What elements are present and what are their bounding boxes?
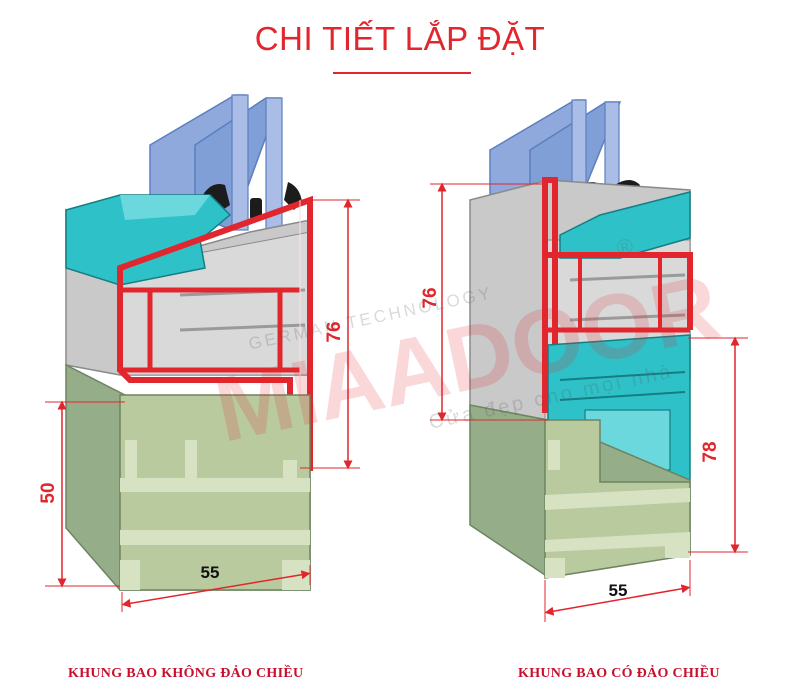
left-assembly: 76 50 55 — [38, 94, 360, 612]
caption-reversible-frame: KHUNG BAO CÓ ĐẢO CHIỀU — [518, 666, 720, 681]
watermark-registered-mark: ® — [614, 232, 638, 260]
left-dim-76-label: 76 — [324, 321, 345, 342]
left-dim-50-label: 50 — [38, 482, 59, 503]
right-dim-width: 55 — [544, 560, 691, 622]
left-frame — [65, 363, 311, 591]
right-dim-76-label: 76 — [420, 287, 441, 308]
title-underline — [333, 72, 471, 74]
right-dim-sash-height: 76 — [420, 182, 548, 422]
right-dim-frame-height: 78 — [688, 336, 748, 554]
right-frame — [469, 404, 691, 579]
left-dim-55-label: 55 — [201, 563, 220, 582]
right-dim-55-label: 55 — [609, 581, 628, 600]
caption-non-reversible-frame: KHUNG BAO KHÔNG ĐẢO CHIỀU — [68, 666, 304, 681]
left-dim-width: 55 — [121, 563, 311, 612]
right-assembly: 76 78 55 — [420, 99, 748, 622]
right-dim-78-label: 78 — [700, 441, 721, 462]
left-dim-frame-height: 50 — [38, 400, 125, 588]
page-title: CHI TIẾT LẮP ĐẶT — [254, 20, 546, 57]
left-dim-sash-height: 76 — [300, 198, 360, 470]
